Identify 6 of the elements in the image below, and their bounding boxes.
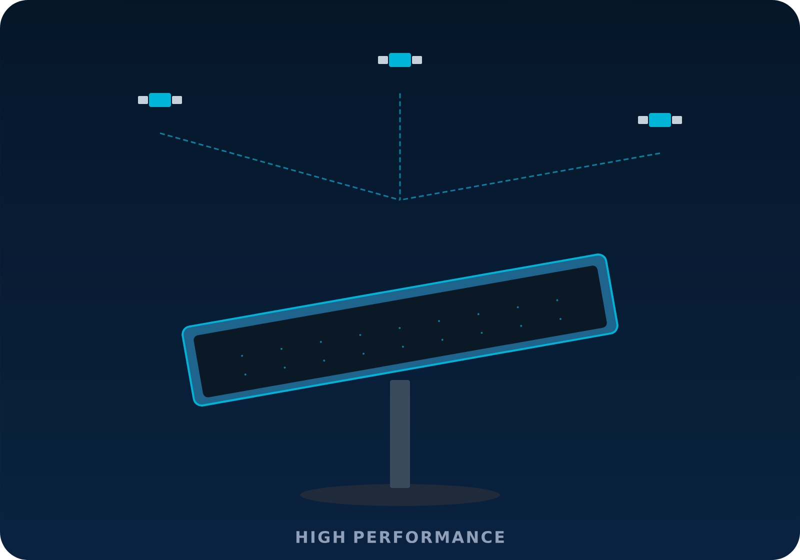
satellite-icon <box>638 113 682 127</box>
satellite-icon <box>138 93 182 107</box>
dashed-line <box>160 132 400 201</box>
caption: HIGH PERFORMANCE <box>296 530 504 544</box>
dashed-line <box>399 93 401 200</box>
satellite-icon <box>378 53 422 67</box>
